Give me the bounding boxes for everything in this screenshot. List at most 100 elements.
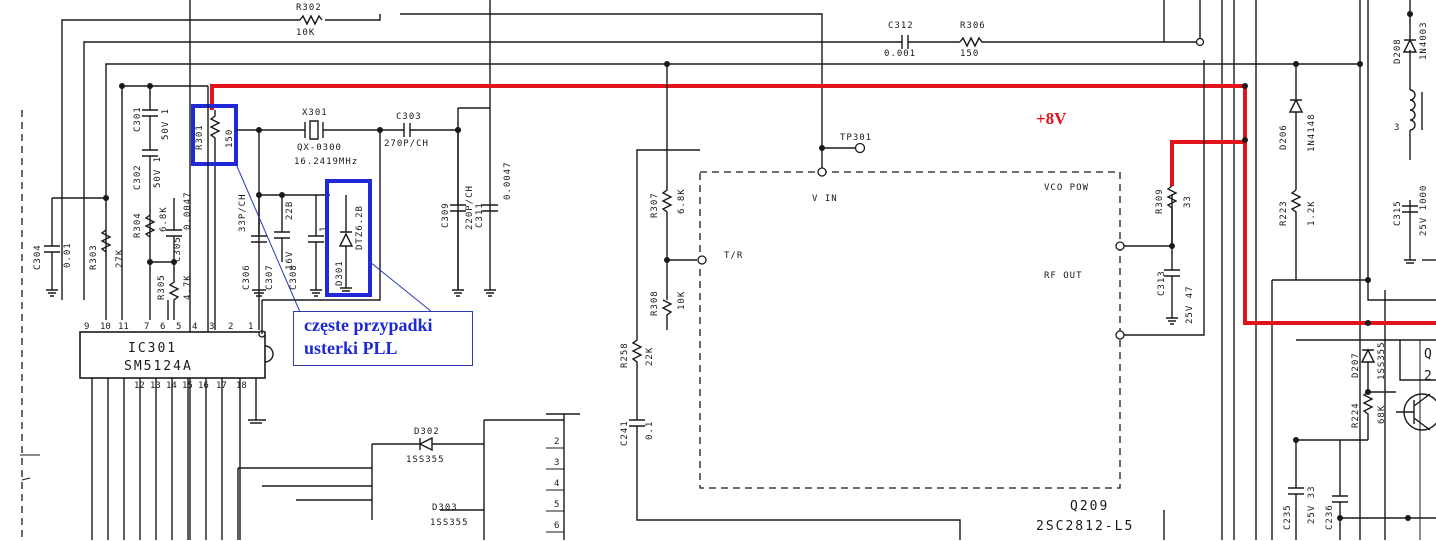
svg-text:TP301: TP301 <box>840 133 872 143</box>
svg-text:220P/CH: 220P/CH <box>465 185 475 230</box>
capacitor-c302: C302 50V 1 <box>133 149 163 320</box>
svg-text:C312: C312 <box>888 21 914 31</box>
ic-bottom-pin-16: 16 <box>198 381 209 391</box>
svg-text:C309: C309 <box>441 202 451 228</box>
svg-text:C235: C235 <box>1283 504 1293 530</box>
svg-text:1N4148: 1N4148 <box>1307 113 1317 152</box>
svg-text:16V: 16V <box>285 251 295 270</box>
note-leader-d301 <box>369 261 433 313</box>
ic-top-pin-10: 10 <box>100 322 111 332</box>
resistor-r224: R224 68K <box>1351 389 1396 440</box>
ic-top-pin-5: 5 <box>176 322 181 332</box>
svg-text:D208: D208 <box>1393 38 1403 64</box>
resistor-r309: R309 33 <box>1155 185 1193 270</box>
ic-top-pin-1: 1 <box>248 322 253 332</box>
capacitor-c304: C304 0.01 <box>33 195 109 297</box>
capacitor-c307: C307 22B <box>265 195 295 290</box>
svg-text:R309: R309 <box>1155 188 1165 214</box>
diode-d206: D206 1N4148 <box>1279 61 1317 190</box>
crystal-x301: X301 QX-0300 16.2419MHz <box>256 108 383 167</box>
svg-text:2: 2 <box>1424 369 1434 384</box>
diode-d207: D207 1SS355 <box>1351 320 1387 392</box>
resistor-r302: R302 10K <box>296 3 323 38</box>
svg-text:R304: R304 <box>133 212 143 238</box>
svg-text:C303: C303 <box>396 112 422 122</box>
ic-bottom-pin-18: 18 <box>236 381 247 391</box>
svg-text:33: 33 <box>1183 195 1193 208</box>
ic-top-pin-7: 7 <box>144 322 149 332</box>
svg-text:1: 1 <box>319 226 329 232</box>
svg-text:Q: Q <box>1424 347 1434 362</box>
svg-text:0.0047: 0.0047 <box>183 191 193 230</box>
resistor-r301: R301 150 <box>195 110 235 330</box>
svg-text:25V 33: 25V 33 <box>1307 485 1317 524</box>
svg-text:1.2K: 1.2K <box>1307 200 1317 226</box>
svg-text:33P/CH: 33P/CH <box>238 193 248 232</box>
svg-text:R306: R306 <box>960 21 986 31</box>
svg-text:1SS355: 1SS355 <box>430 518 469 528</box>
capacitor-c311: C311 0.0047 <box>475 161 513 297</box>
svg-text:150: 150 <box>960 49 979 59</box>
svg-text:50V 1: 50V 1 <box>161 108 171 140</box>
svg-text:1N4003: 1N4003 <box>1419 21 1429 60</box>
svg-text:C241: C241 <box>620 420 630 446</box>
ic-top-pin-4: 4 <box>192 322 197 332</box>
ic-top-pin-3: 3 <box>209 322 214 332</box>
svg-text:6.8K: 6.8K <box>677 188 687 214</box>
svg-text:R258: R258 <box>620 342 630 368</box>
svg-text:25V 47: 25V 47 <box>1185 285 1195 324</box>
diode-d208: D208 1N4003 <box>1393 0 1429 64</box>
junction-dots <box>119 61 1363 143</box>
svg-text:D302: D302 <box>414 427 440 437</box>
svg-text:D301: D301 <box>335 260 345 286</box>
capacitor-c236: C236 <box>1325 440 1411 540</box>
svg-text:IC301: IC301 <box>128 341 177 356</box>
svg-text:1SS355: 1SS355 <box>406 455 445 465</box>
zener-d301: D301 DTZ6.2B <box>335 195 365 295</box>
svg-text:10K: 10K <box>677 291 687 310</box>
svg-text:D303: D303 <box>432 503 458 513</box>
resistor-r223: R223 1.2K <box>1279 189 1371 283</box>
svg-text:D207: D207 <box>1351 352 1361 378</box>
svg-text:V IN: V IN <box>812 194 838 204</box>
svg-text:2SC2812-L5: 2SC2812-L5 <box>1036 519 1134 534</box>
svg-text:0.001: 0.001 <box>884 49 916 59</box>
svg-text:X301: X301 <box>302 108 328 118</box>
resistor-r308: R308 10K <box>650 290 687 330</box>
svg-text:C305: C305 <box>173 236 183 262</box>
svg-text:27K: 27K <box>115 249 125 268</box>
svg-text:C304: C304 <box>33 244 43 270</box>
fault-note-line2: usterki PLL <box>304 338 398 358</box>
diode-d303: D303 1SS355 <box>430 503 484 528</box>
connector-pin-4: 4 <box>554 479 559 489</box>
svg-text:DTZ6.2B: DTZ6.2B <box>355 205 365 250</box>
capacitor-c301: C301 50V 1 <box>133 86 171 150</box>
resistor-r306: R306 150 <box>959 21 986 59</box>
svg-text:R223: R223 <box>1279 200 1289 226</box>
svg-text:C315: C315 <box>1393 200 1403 226</box>
connector-pin-6: 6 <box>554 521 559 531</box>
svg-text:50V 1: 50V 1 <box>153 156 163 188</box>
svg-text:R308: R308 <box>650 290 660 316</box>
resistor-r304: R304 6.8K <box>133 206 169 238</box>
ic-bottom-leads <box>20 110 266 540</box>
svg-text:3: 3 <box>1394 123 1399 133</box>
diode-d302: D302 1SS355 <box>371 427 484 520</box>
capacitor-c303: C303 270P/CH <box>380 112 461 149</box>
svg-text:C306: C306 <box>242 264 252 290</box>
svg-text:C311: C311 <box>475 202 485 228</box>
connector-pin-3: 3 <box>554 458 559 468</box>
svg-text:R302: R302 <box>296 3 322 13</box>
capacitor-c308: C308 16V 1 <box>285 195 329 290</box>
svg-text:RF OUT: RF OUT <box>1044 271 1083 281</box>
resistor-r307: R307 6.8K <box>650 61 697 300</box>
capacitor-c313: C313 25V 47 <box>1157 269 1195 325</box>
svg-text:T/R: T/R <box>724 251 743 261</box>
top-bus-wires <box>61 0 1361 540</box>
svg-text:D206: D206 <box>1279 124 1289 150</box>
